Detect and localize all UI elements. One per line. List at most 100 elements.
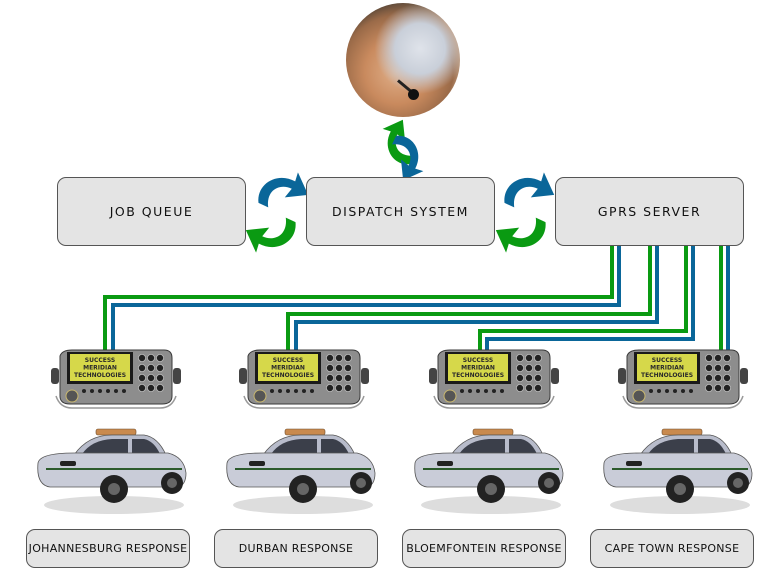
- response-cape-town[interactable]: CAPE TOWN RESPONSE: [590, 529, 754, 568]
- car-johannesburg: [32, 425, 190, 515]
- radio-soft-button: [302, 389, 306, 393]
- radio-soft-button: [681, 389, 685, 393]
- link-bloemfontein-blue: [485, 246, 695, 350]
- radio-screen-text: MERIDIAN: [271, 365, 305, 372]
- radio-keypad-button: [156, 353, 165, 362]
- radio-soft-button: [460, 389, 464, 393]
- radio-keypad-button: [335, 363, 344, 372]
- radio-screen-text: SUCCESS: [652, 357, 682, 364]
- car-hubcap-front: [544, 478, 554, 488]
- car-shadow: [610, 496, 750, 514]
- radio-soft-button: [106, 389, 110, 393]
- radio-keypad-button: [147, 384, 156, 393]
- radio-screen-text: SUCCESS: [85, 357, 115, 364]
- response-johannesburg[interactable]: JOHANNESBURG RESPONSE: [26, 529, 190, 568]
- car-hubcap-rear: [297, 483, 309, 495]
- radio-screen-text: SUCCESS: [273, 357, 303, 364]
- car-shadow: [233, 496, 373, 514]
- radio-knob-right: [551, 368, 559, 384]
- radio-knob-left: [618, 368, 626, 384]
- car-windows: [648, 439, 726, 454]
- link-johannesburg-green: [103, 246, 614, 350]
- response-label: BLOEMFONTEIN RESPONSE: [406, 542, 562, 555]
- radio-keypad-button: [326, 373, 335, 382]
- link-bloemfontein-green: [478, 246, 688, 350]
- radio-knob-right: [361, 368, 369, 384]
- response-bloemfontein[interactable]: BLOEMFONTEIN RESPONSE: [402, 529, 566, 568]
- radio-soft-button: [492, 389, 496, 393]
- gprs-server-label: GPRS SERVER: [597, 204, 702, 219]
- radio-keypad-button: [344, 384, 353, 393]
- response-label: DURBAN RESPONSE: [238, 542, 354, 555]
- radio-soft-button: [484, 389, 488, 393]
- arrow-right-blue-icon: [252, 170, 309, 212]
- radio-keypad-button: [516, 384, 525, 393]
- car-bloemfontein: [409, 425, 567, 515]
- car-windows: [271, 439, 349, 454]
- response-durban[interactable]: DURBAN RESPONSE: [214, 529, 378, 568]
- radio-keypad-button: [534, 373, 543, 382]
- radio-volume-knob: [443, 389, 457, 403]
- radio-keypad-button: [714, 363, 723, 372]
- car-taillight: [626, 461, 642, 466]
- radio-screen-text: MERIDIAN: [461, 365, 495, 372]
- radio-keypad-button: [705, 373, 714, 382]
- car-taillight: [249, 461, 265, 466]
- radio-keypad-button: [525, 384, 534, 393]
- radio-keypad-button: [138, 384, 147, 393]
- radio-keypad-button: [326, 384, 335, 393]
- gprs-server-box[interactable]: GPRS SERVER: [555, 177, 744, 246]
- radio-screen: [70, 354, 130, 381]
- operator-avatar: [346, 3, 460, 117]
- radio-keypad-button: [705, 384, 714, 393]
- car-hubcap-rear: [674, 483, 686, 495]
- radio-volume-knob: [632, 389, 646, 403]
- radio-keypad-button: [147, 363, 156, 372]
- car-lightbar: [661, 428, 703, 436]
- link-johannesburg-blue: [111, 246, 621, 350]
- car-hubcap-front: [356, 478, 366, 488]
- car-cape-town: [598, 425, 756, 515]
- radio-soft-button: [270, 389, 274, 393]
- headset-mic-icon: [408, 89, 419, 100]
- radio-soft-button: [649, 389, 653, 393]
- car-hubcap-front: [167, 478, 177, 488]
- radio-keypad-button: [326, 363, 335, 372]
- link-durban-green: [286, 246, 652, 350]
- radio-volume-knob: [253, 389, 267, 403]
- radio-soft-button: [286, 389, 290, 393]
- dispatch-system-label: DISPATCH SYSTEM: [332, 204, 469, 219]
- radio-mount-bracket: [243, 395, 365, 409]
- radio-soft-button: [689, 389, 693, 393]
- dispatch-system-box[interactable]: DISPATCH SYSTEM: [306, 177, 495, 246]
- radio-soft-button: [673, 389, 677, 393]
- radio-screen-text: TECHNOLOGIES: [74, 372, 126, 379]
- radio-soft-button: [122, 389, 126, 393]
- car-lightbar: [284, 428, 326, 436]
- radio-keypad-button: [344, 373, 353, 382]
- radio-screen: [448, 354, 508, 381]
- radio-screen-text: MERIDIAN: [83, 365, 117, 372]
- radio-soft-button: [657, 389, 661, 393]
- radio-keypad-button: [335, 384, 344, 393]
- radio-keypad-button: [705, 363, 714, 372]
- radio-screen-text: TECHNOLOGIES: [641, 372, 693, 379]
- radio-keypad-button: [156, 384, 165, 393]
- radio-screen-text: TECHNOLOGIES: [452, 372, 504, 379]
- radio-screen-text: SUCCESS: [463, 357, 493, 364]
- radio-mount-bracket: [55, 395, 177, 409]
- car-durban: [221, 425, 379, 515]
- arrow-left-green-icon: [245, 213, 302, 255]
- arrow-left-green-icon: [495, 213, 552, 255]
- radio-keypad-button: [138, 373, 147, 382]
- radio-keypad-button: [534, 384, 543, 393]
- radio-soft-button: [310, 389, 314, 393]
- radio-keypad-button: [344, 353, 353, 362]
- radio-volume-knob: [65, 389, 79, 403]
- radio-soft-button: [468, 389, 472, 393]
- radio-keypad-button: [516, 373, 525, 382]
- job-queue-box[interactable]: JOB QUEUE: [57, 177, 246, 246]
